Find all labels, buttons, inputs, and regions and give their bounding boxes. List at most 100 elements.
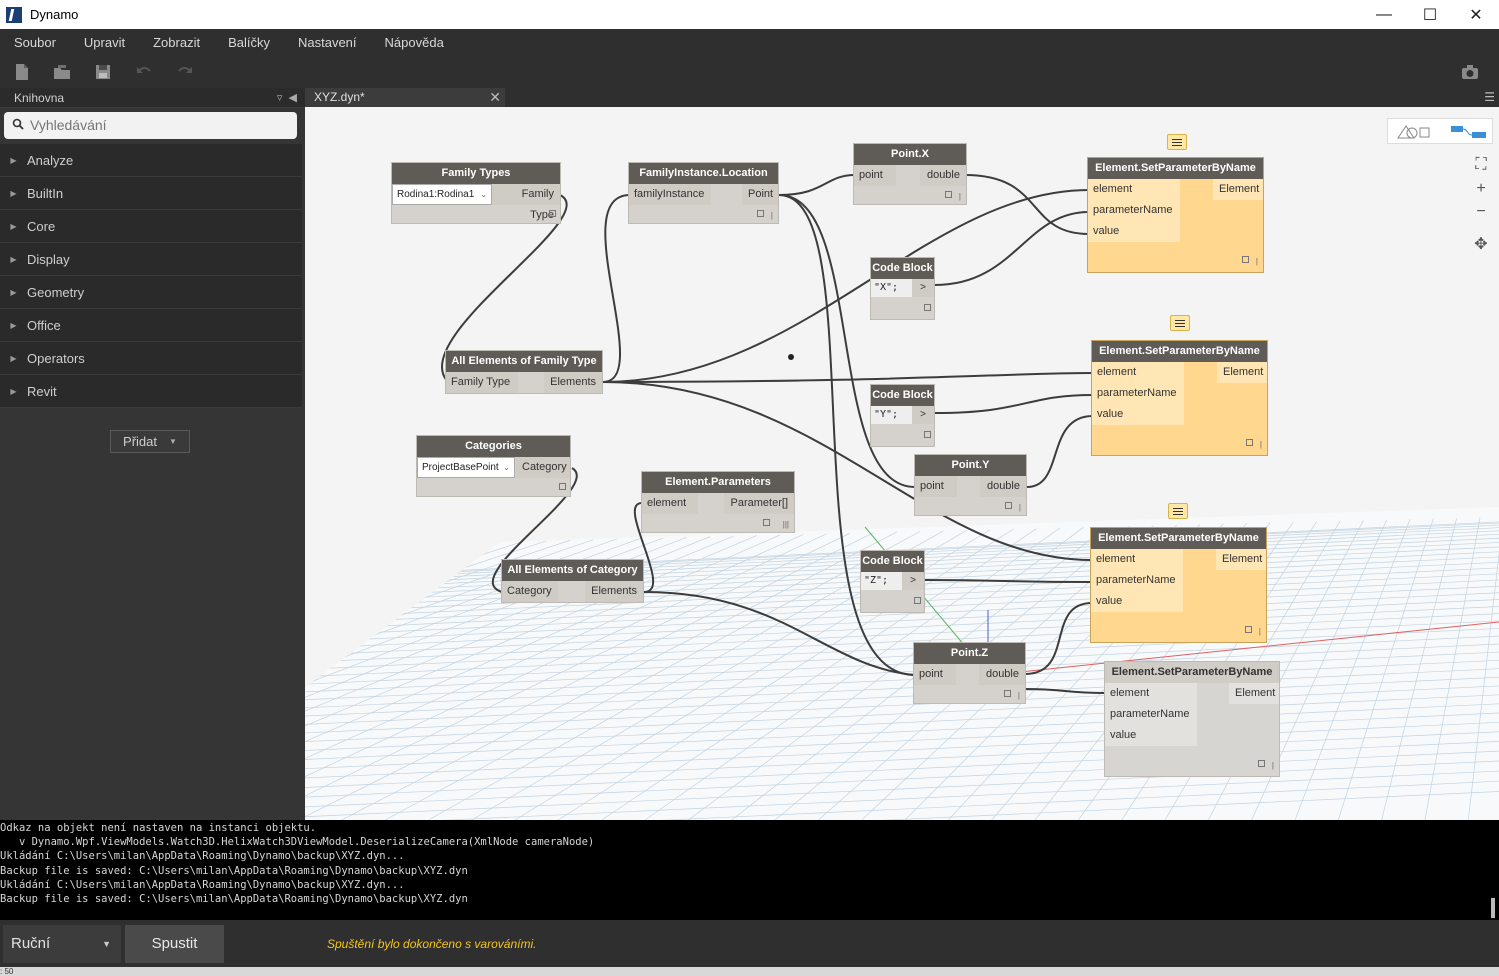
output-port[interactable]: Element (1213, 179, 1263, 200)
output-port[interactable]: double (980, 476, 1026, 497)
input-port[interactable]: value (1088, 221, 1180, 242)
preview-toggle-icon[interactable] (549, 210, 556, 217)
preview-toggle-icon[interactable] (1004, 690, 1011, 697)
output-port[interactable]: > (912, 406, 934, 424)
minimize-button[interactable]: — (1376, 5, 1392, 23)
note-icon[interactable] (1168, 503, 1188, 519)
console-scrollbar[interactable] (1491, 898, 1495, 918)
node-element-parameters[interactable]: Element.Parameters element Parameter[] |… (641, 471, 795, 533)
input-port[interactable]: parameterName (1105, 704, 1197, 725)
node-code-block-x[interactable]: Code Block "X"; > (870, 257, 935, 320)
node-familyinstance-location[interactable]: FamilyInstance.Location familyInstance P… (628, 162, 779, 224)
node-all-elements-of-family-type[interactable]: All Elements of Family Type Family Type … (445, 350, 603, 394)
node-family-types[interactable]: Family Types Rodina1:Rodina1 ⌄ Family Ty… (391, 162, 561, 224)
note-icon[interactable] (1167, 134, 1187, 150)
search-input[interactable] (30, 115, 290, 135)
preview-toggle-icon[interactable] (757, 210, 764, 217)
code-editor[interactable]: "X"; (871, 279, 913, 297)
node-point-z[interactable]: Point.Z point double | (913, 642, 1026, 704)
camera-icon[interactable] (1460, 62, 1480, 82)
preview-toggle-icon[interactable] (1245, 626, 1252, 633)
library-category-builtin[interactable]: ▶BuiltIn (0, 177, 302, 210)
preview-toggle-icon[interactable] (1246, 439, 1253, 446)
tab-xyz-dyn[interactable]: XYZ.dyn* ✕ (305, 88, 505, 107)
menu-settings[interactable]: Nastavení (297, 34, 357, 50)
new-file-icon[interactable] (12, 62, 32, 82)
node-code-block-y[interactable]: Code Block "Y"; > (870, 384, 935, 447)
library-category-display[interactable]: ▶Display (0, 243, 302, 276)
library-category-geometry[interactable]: ▶Geometry (0, 276, 302, 309)
output-port[interactable]: Element (1216, 549, 1266, 570)
menu-edit[interactable]: Upravit (83, 34, 126, 50)
preview-toggle-icon[interactable] (1005, 502, 1012, 509)
category-dropdown[interactable]: ProjectBasePoint ⌄ (417, 457, 515, 478)
input-port[interactable]: element (1092, 362, 1184, 383)
code-editor[interactable]: "Y"; (871, 406, 913, 424)
preview-toggle-icon[interactable] (1258, 760, 1265, 767)
close-button[interactable]: ✕ (1469, 6, 1483, 24)
geometry-view-icon[interactable] (1396, 124, 1432, 140)
input-port[interactable]: point (915, 476, 957, 497)
library-category-office[interactable]: ▶Office (0, 309, 302, 342)
output-port[interactable]: Element (1217, 362, 1267, 383)
input-port[interactable]: Category (502, 581, 558, 602)
output-port[interactable]: Category (516, 457, 570, 478)
zoom-fit-icon[interactable]: ⛶ (1475, 156, 1487, 173)
input-port[interactable]: element (1088, 179, 1180, 200)
tab-menu-icon[interactable]: ☰ (1484, 90, 1495, 104)
close-tab-icon[interactable]: ✕ (489, 89, 501, 105)
workspace-canvas[interactable]: Family Types Rodina1:Rodina1 ⌄ Family Ty… (305, 107, 1499, 820)
input-port[interactable]: element (1091, 549, 1183, 570)
input-port[interactable]: parameterName (1088, 200, 1180, 221)
output-port[interactable]: Family Type (492, 184, 560, 221)
run-button[interactable]: Spustit (125, 925, 224, 963)
output-port[interactable]: double (920, 165, 966, 186)
input-port[interactable]: value (1091, 591, 1183, 612)
filter-icon[interactable]: ▿ (276, 92, 283, 104)
preview-toggle-icon[interactable] (924, 431, 931, 438)
maximize-button[interactable]: ☐ (1422, 6, 1438, 24)
library-category-operators[interactable]: ▶Operators (0, 342, 302, 375)
input-port[interactable]: Family Type (446, 372, 518, 393)
menu-view[interactable]: Zobrazit (153, 34, 201, 50)
node-code-block-z[interactable]: Code Block "Z"; > (860, 550, 925, 613)
preview-toggle-icon[interactable] (914, 597, 921, 604)
open-folder-icon[interactable] (52, 62, 72, 82)
save-icon[interactable] (93, 62, 113, 82)
preview-toggle-icon[interactable] (559, 483, 566, 490)
input-port[interactable]: element (642, 493, 698, 514)
input-port[interactable]: element (1105, 683, 1197, 704)
undo-icon[interactable] (134, 62, 154, 82)
input-port[interactable]: point (854, 165, 896, 186)
collapse-panel-icon[interactable]: ◀ (288, 92, 297, 104)
output-port[interactable]: Point (742, 184, 778, 205)
input-port[interactable]: value (1105, 725, 1197, 746)
zoom-out-icon[interactable]: − (1476, 203, 1486, 220)
note-icon[interactable] (1170, 315, 1190, 331)
zoom-in-icon[interactable]: + (1476, 180, 1486, 197)
output-port[interactable]: > (912, 279, 934, 297)
node-point-x[interactable]: Point.X point double | (853, 143, 967, 205)
preview-toggle-icon[interactable] (1242, 256, 1249, 263)
output-port[interactable]: Element (1229, 683, 1279, 704)
node-categories[interactable]: Categories ProjectBasePoint ⌄ Category (416, 435, 571, 497)
library-category-core[interactable]: ▶Core (0, 210, 302, 243)
input-port[interactable]: value (1092, 404, 1184, 425)
library-category-analyze[interactable]: ▶Analyze (0, 144, 302, 177)
output-port[interactable]: Elements (544, 372, 602, 393)
output-port[interactable]: Elements (585, 581, 643, 602)
preview-toggle-icon[interactable] (945, 191, 952, 198)
library-category-revit[interactable]: ▶Revit (0, 375, 302, 408)
console-output[interactable]: Odkaz na objekt není nastaven na instanc… (0, 820, 1499, 920)
node-all-elements-of-category[interactable]: All Elements of Category Category Elemen… (501, 559, 644, 603)
preview-toggle-icon[interactable] (763, 519, 770, 526)
input-port[interactable]: familyInstance (629, 184, 711, 205)
code-editor[interactable]: "Z"; (861, 572, 903, 590)
input-port[interactable]: parameterName (1092, 383, 1184, 404)
output-port[interactable]: > (902, 572, 924, 590)
output-port[interactable]: Parameter[] (724, 493, 794, 514)
